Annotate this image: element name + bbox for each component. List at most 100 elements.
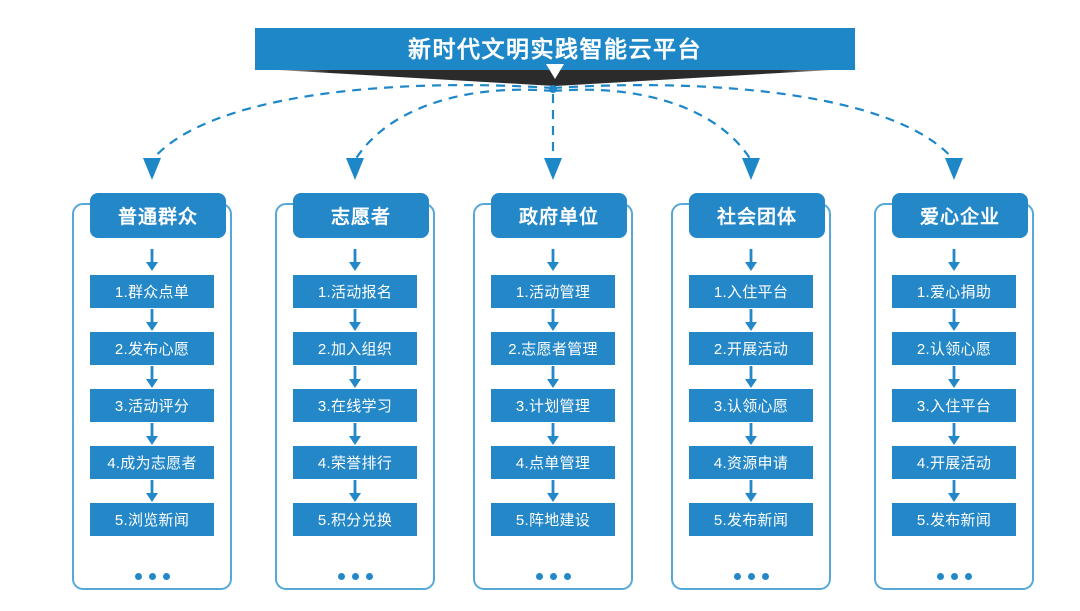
role-item-caring-enterprise-4[interactable]: 4.开展活动 xyxy=(892,446,1016,479)
role-column-body: 1.活动报名 2.加入组织 3.在线学习 4.荣誉排行 5.积分兑换 xyxy=(275,203,435,590)
banner-bar: 新时代文明实践智能云平台 xyxy=(255,28,855,70)
role-item-label: 3.认领心愿 xyxy=(713,398,789,415)
arrow-down-icon xyxy=(349,480,361,502)
arrow-down-icon xyxy=(349,366,361,388)
role-item-general-public-4[interactable]: 4.成为志愿者 xyxy=(90,446,214,479)
role-more-ellipsis-volunteer[interactable] xyxy=(293,566,417,586)
role-item-social-group-5[interactable]: 5.发布新闻 xyxy=(689,503,813,536)
role-item-caring-enterprise-1[interactable]: 1.爱心捐助 xyxy=(892,275,1016,308)
role-item-social-group-4[interactable]: 4.资源申请 xyxy=(689,446,813,479)
banner-shadow xyxy=(243,68,867,86)
role-item-volunteer-5[interactable]: 5.积分兑换 xyxy=(293,503,417,536)
role-item-label: 4.荣誉排行 xyxy=(317,455,393,472)
ellipsis-dot xyxy=(365,572,373,580)
role-column-body: 1.活动管理 2.志愿者管理 3.计划管理 4.点单管理 5.阵地建设 xyxy=(473,203,633,590)
role-item-volunteer-2[interactable]: 2.加入组织 xyxy=(293,332,417,365)
role-column-header-government-unit[interactable]: 政府单位 xyxy=(491,193,627,238)
role-column-header-volunteer[interactable]: 志愿者 xyxy=(293,193,429,238)
role-item-label: 1.入住平台 xyxy=(713,284,789,301)
role-item-government-unit-4[interactable]: 4.点单管理 xyxy=(491,446,615,479)
role-column-header-social-group[interactable]: 社会团体 xyxy=(689,193,825,238)
arrow-down-icon xyxy=(349,309,361,331)
role-more-ellipsis-general-public[interactable] xyxy=(90,566,214,586)
role-item-social-group-1[interactable]: 1.入住平台 xyxy=(689,275,813,308)
role-item-label: 2.认领心愿 xyxy=(916,341,992,358)
role-column-title-government-unit: 政府单位 xyxy=(518,207,599,228)
arrow-down-icon xyxy=(547,423,559,445)
arrow-down-icon xyxy=(547,309,559,331)
role-item-label: 4.资源申请 xyxy=(713,455,789,472)
role-item-label: 1.群众点单 xyxy=(114,284,190,301)
role-item-general-public-3[interactable]: 3.活动评分 xyxy=(90,389,214,422)
role-item-caring-enterprise-5[interactable]: 5.发布新闻 xyxy=(892,503,1016,536)
role-item-social-group-2[interactable]: 2.开展活动 xyxy=(689,332,813,365)
role-item-label: 5.发布新闻 xyxy=(916,512,992,529)
role-more-ellipsis-government-unit[interactable] xyxy=(491,566,615,586)
role-item-caring-enterprise-2[interactable]: 2.认领心愿 xyxy=(892,332,1016,365)
arrow-down-icon xyxy=(547,366,559,388)
role-item-label: 4.开展活动 xyxy=(916,455,992,472)
arrow-down-icon xyxy=(948,309,960,331)
ellipsis-dot xyxy=(148,572,156,580)
role-item-government-unit-1[interactable]: 1.活动管理 xyxy=(491,275,615,308)
role-item-label: 3.在线学习 xyxy=(317,398,393,415)
role-item-label: 1.爱心捐助 xyxy=(916,284,992,301)
role-item-label: 2.志愿者管理 xyxy=(508,341,598,358)
arrow-down-icon xyxy=(948,366,960,388)
ellipsis-dot xyxy=(162,572,170,580)
ellipsis-dot xyxy=(351,572,359,580)
role-item-label: 4.成为志愿者 xyxy=(107,455,197,472)
arrow-down-icon xyxy=(745,366,757,388)
role-item-volunteer-1[interactable]: 1.活动报名 xyxy=(293,275,417,308)
role-item-government-unit-3[interactable]: 3.计划管理 xyxy=(491,389,615,422)
role-item-volunteer-3[interactable]: 3.在线学习 xyxy=(293,389,417,422)
ellipsis-dot xyxy=(535,572,543,580)
arrow-down-icon xyxy=(745,423,757,445)
role-item-label: 5.积分兑换 xyxy=(317,512,393,529)
ellipsis-dot xyxy=(747,572,755,580)
role-column-caring-enterprise: 爱心企业 1.爱心捐助 2.认领心愿 3.入住平台 4.开展活动 5.发布新闻 xyxy=(874,193,1034,590)
role-item-label: 3.入住平台 xyxy=(916,398,992,415)
role-item-label: 1.活动管理 xyxy=(515,284,591,301)
ellipsis-dot xyxy=(964,572,972,580)
arrow-down-icon xyxy=(349,249,361,271)
role-column-body: 1.入住平台 2.开展活动 3.认领心愿 4.资源申请 5.发布新闻 xyxy=(671,203,831,590)
role-item-government-unit-2[interactable]: 2.志愿者管理 xyxy=(491,332,615,365)
ellipsis-dot xyxy=(761,572,769,580)
role-item-volunteer-4[interactable]: 4.荣誉排行 xyxy=(293,446,417,479)
role-item-label: 5.发布新闻 xyxy=(713,512,789,529)
arrow-down-icon xyxy=(146,366,158,388)
role-more-ellipsis-caring-enterprise[interactable] xyxy=(892,566,1016,586)
platform-banner: 新时代文明实践智能云平台 xyxy=(243,28,867,86)
ellipsis-dot xyxy=(563,572,571,580)
role-item-government-unit-5[interactable]: 5.阵地建设 xyxy=(491,503,615,536)
ellipsis-dot xyxy=(936,572,944,580)
role-more-ellipsis-social-group[interactable] xyxy=(689,566,813,586)
ellipsis-dot xyxy=(134,572,142,580)
role-column-title-volunteer: 志愿者 xyxy=(330,207,391,228)
role-item-general-public-5[interactable]: 5.浏览新闻 xyxy=(90,503,214,536)
arrow-down-icon xyxy=(349,423,361,445)
role-item-label: 5.浏览新闻 xyxy=(114,512,190,529)
ellipsis-dot xyxy=(337,572,345,580)
role-column-header-general-public[interactable]: 普通群众 xyxy=(90,193,226,238)
role-column-header-caring-enterprise[interactable]: 爱心企业 xyxy=(892,193,1028,238)
arrow-down-icon xyxy=(146,423,158,445)
arrow-down-icon xyxy=(745,480,757,502)
arrow-down-icon xyxy=(146,309,158,331)
role-item-caring-enterprise-3[interactable]: 3.入住平台 xyxy=(892,389,1016,422)
role-item-label: 2.发布心愿 xyxy=(114,341,190,358)
role-item-general-public-2[interactable]: 2.发布心愿 xyxy=(90,332,214,365)
arrow-down-icon xyxy=(948,249,960,271)
role-item-general-public-1[interactable]: 1.群众点单 xyxy=(90,275,214,308)
role-item-label: 3.计划管理 xyxy=(515,398,591,415)
role-item-label: 4.点单管理 xyxy=(515,455,591,472)
role-item-social-group-3[interactable]: 3.认领心愿 xyxy=(689,389,813,422)
role-column-title-social-group: 社会团体 xyxy=(716,207,797,228)
role-item-label: 2.加入组织 xyxy=(317,341,393,358)
arrow-down-icon xyxy=(146,480,158,502)
page-title: 新时代文明实践智能云平台 xyxy=(408,36,702,62)
role-column-general-public: 普通群众 1.群众点单 2.发布心愿 3.活动评分 4.成为志愿者 5.浏览新闻 xyxy=(72,193,232,590)
arrow-down-icon xyxy=(745,249,757,271)
